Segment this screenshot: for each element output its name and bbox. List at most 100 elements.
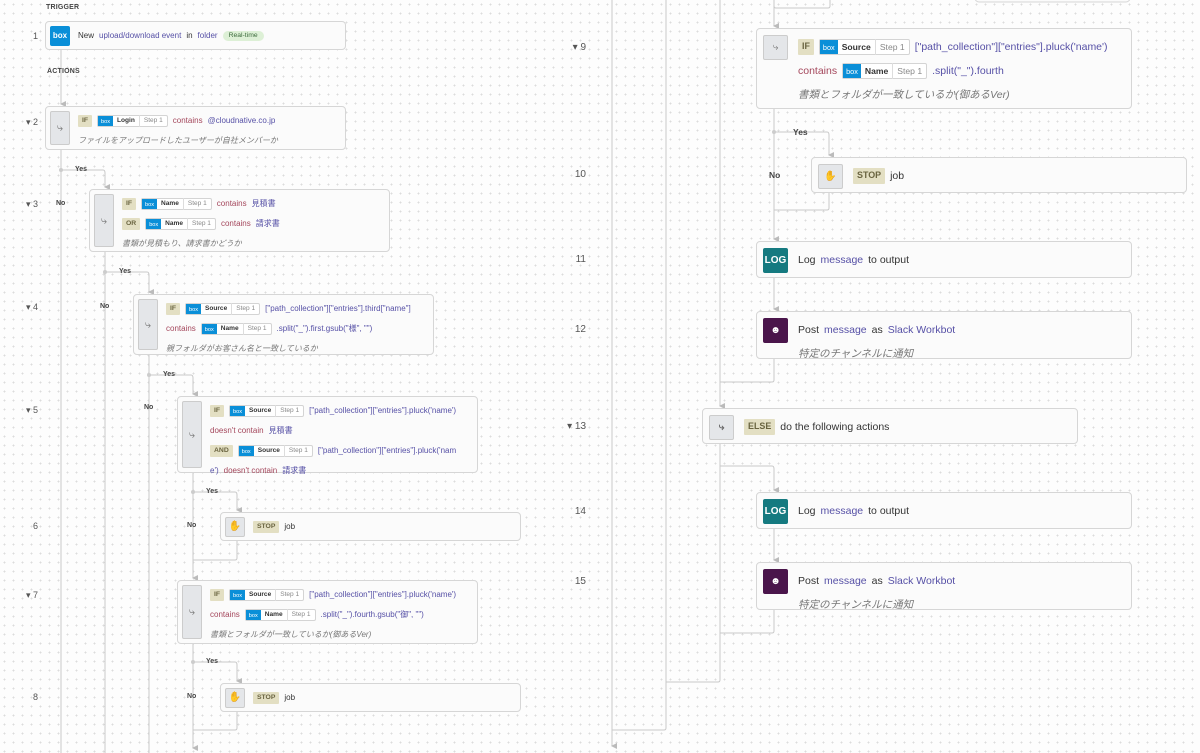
- value[interactable]: 請求書: [255, 219, 280, 228]
- value[interactable]: message: [820, 254, 864, 266]
- value[interactable]: ["path_collection"]["entries"].pluck('na…: [309, 406, 457, 415]
- value[interactable]: 見積書: [268, 426, 293, 435]
- text: New: [78, 31, 95, 40]
- step-number[interactable]: ▾ 13: [567, 421, 586, 432]
- step-number: 12: [574, 324, 586, 335]
- value[interactable]: 請求書: [282, 466, 307, 475]
- step-number[interactable]: ▾ 3: [25, 199, 38, 209]
- step-number[interactable]: ▾ 9: [572, 42, 586, 53]
- keyword-badge: IF: [166, 303, 181, 315]
- slack-icon: ☻: [763, 318, 788, 343]
- step-number[interactable]: ▾ 2: [25, 117, 38, 127]
- datapill-step: Step 1: [231, 302, 259, 316]
- value[interactable]: ["path_collection"]["entries"].pluck('na…: [914, 41, 1108, 53]
- datapill-field: Name: [165, 219, 184, 227]
- operator: contains: [172, 116, 203, 125]
- step-line: 書類とフォルダが一致しているか(御あるVer): [798, 83, 1123, 107]
- value[interactable]: ["path_collection"]["entries"].pluck('na…: [317, 446, 457, 455]
- if-icon: ⤷: [182, 401, 202, 468]
- value[interactable]: Slack Workbot: [887, 324, 956, 336]
- step-number: 6: [32, 521, 38, 531]
- value[interactable]: @cloudnative.co.jp: [207, 116, 276, 125]
- box-icon: box: [50, 26, 70, 46]
- step-number[interactable]: ▾ 4: [25, 302, 38, 312]
- step-number[interactable]: ▾ 7: [25, 590, 38, 600]
- step-line: 特定のチャンネルに通知: [798, 342, 1123, 366]
- value[interactable]: e'): [210, 466, 219, 475]
- text: Post: [798, 324, 820, 336]
- datapill-step: Step 1: [874, 38, 909, 56]
- branch-no-label: No: [769, 170, 781, 180]
- branch-yes-label: Yes: [75, 166, 88, 173]
- value[interactable]: ["path_collection"]["entries"].pluck('na…: [309, 590, 457, 599]
- value[interactable]: folder: [197, 31, 218, 40]
- text: as: [871, 324, 883, 336]
- datapill-field: Source: [257, 446, 280, 454]
- text: job: [890, 170, 905, 182]
- value[interactable]: message: [824, 324, 867, 336]
- box-icon: box: [238, 445, 254, 457]
- value[interactable]: message: [820, 505, 864, 517]
- value[interactable]: ["path_collection"]["entries"].third["na…: [265, 304, 411, 313]
- keyword-badge: AND: [210, 445, 233, 457]
- value[interactable]: .split("_").fourth.gsub("御", ""): [320, 610, 424, 619]
- value[interactable]: Slack Workbot: [887, 575, 956, 587]
- keyword-badge: STOP: [253, 692, 280, 704]
- box-icon: box: [843, 63, 861, 79]
- step-line: 書類が見積もり、請求書かどうか: [122, 234, 383, 254]
- operator: contains: [210, 610, 240, 619]
- value[interactable]: .split("_").fourth: [932, 65, 1004, 77]
- step-number[interactable]: ▾ 5: [25, 405, 38, 415]
- branch-no-label: No: [56, 200, 66, 207]
- text: job: [284, 522, 296, 531]
- value[interactable]: message: [824, 575, 867, 587]
- box-icon: box: [819, 39, 838, 55]
- value[interactable]: .split("_").first.gsub("様", ""): [276, 324, 373, 333]
- else-icon: ⤷: [709, 415, 734, 440]
- datapill-field: Name: [220, 324, 239, 332]
- text: Post: [798, 575, 820, 587]
- value[interactable]: 見積書: [251, 199, 276, 208]
- step-line: 親フォルダがお客さん名と一致しているか: [166, 339, 427, 359]
- datapill-step: Step 1: [892, 62, 926, 80]
- value[interactable]: upload/download event: [99, 31, 182, 40]
